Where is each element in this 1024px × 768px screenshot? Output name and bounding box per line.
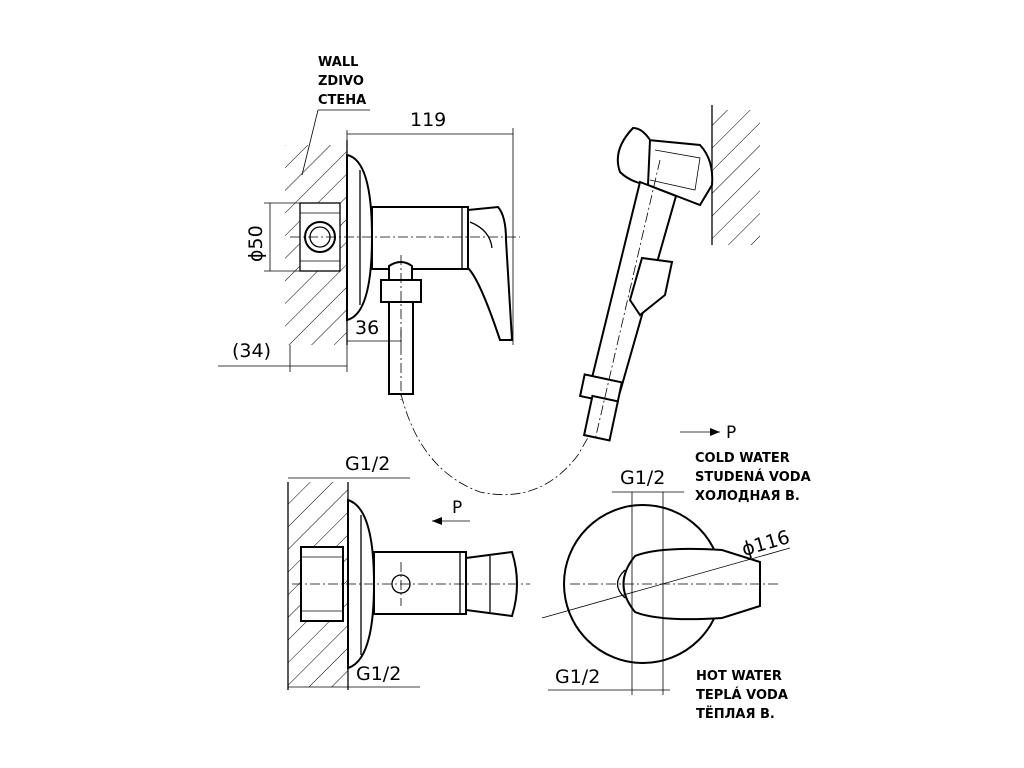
hot-water-label-ru: ТЁПЛАЯ В. (696, 706, 775, 722)
dimension-g12-bottom-left: G1/2 (288, 663, 420, 688)
dimension-phi50-text: ϕ50 (245, 225, 267, 262)
shower-trigger (628, 256, 674, 317)
pressure-arrow-right: P (680, 423, 736, 443)
dimension-g12-bottom-right-text: G1/2 (555, 666, 600, 688)
valve-body (371, 206, 469, 270)
hot-water-label-cz: TEPLÁ VODA (696, 687, 788, 703)
hose-path (400, 393, 599, 496)
wall-hatch-right (712, 110, 760, 245)
side-view-valve (285, 140, 520, 400)
dimension-g12-top-left: G1/2 (288, 453, 410, 479)
dimension-34: (34) (218, 340, 348, 372)
wall-label-cz: ZDIVO (318, 74, 364, 89)
dimension-g12-top-left-text: G1/2 (345, 453, 390, 475)
dimension-g12-top-right-text: G1/2 (620, 467, 665, 489)
wall-label: WALL ZDIVO СТЕНА (301, 55, 370, 176)
cold-water-label-cz: STUDENÁ VODA (695, 469, 811, 485)
dimension-36-text: 36 (355, 317, 379, 339)
lever-handle (467, 205, 514, 341)
pressure-arrow-right-text: P (726, 423, 736, 443)
dimension-119-text: 119 (410, 109, 446, 131)
dimension-g12-bottom-right: G1/2 (548, 666, 670, 691)
hand-shower (578, 105, 760, 442)
hot-water-label-en: HOT WATER (696, 669, 782, 684)
cold-water-label-ru: ХОЛОДНАЯ В. (695, 489, 800, 504)
cold-water-label-en: COLD WATER (695, 451, 790, 466)
wall-label-en: WALL (318, 55, 358, 70)
dimension-g12-top-right: G1/2 (612, 467, 684, 493)
dimension-phi116-text: ϕ116 (739, 526, 792, 561)
dimension-g12-bottom-left-text: G1/2 (356, 663, 401, 685)
cold-water-label: COLD WATER STUDENÁ VODA ХОЛОДНАЯ В. (695, 451, 811, 504)
hot-water-label: HOT WATER TEPLÁ VODA ТЁПЛАЯ В. (696, 669, 788, 722)
pressure-arrow-left: P (432, 498, 470, 525)
dimension-phi50: ϕ50 (245, 202, 300, 272)
shower-head (616, 126, 652, 187)
top-view-valve (287, 482, 530, 690)
dimension-34-text: (34) (232, 340, 271, 362)
bottom-body (373, 551, 467, 615)
wall-label-ru: СТЕНА (318, 93, 366, 108)
dimension-119: 119 (346, 109, 514, 345)
shower-bracket (647, 138, 714, 207)
pressure-arrow-left-text: P (452, 498, 462, 518)
dimension-36: 36 (347, 317, 402, 345)
front-view-rosette (541, 492, 791, 695)
